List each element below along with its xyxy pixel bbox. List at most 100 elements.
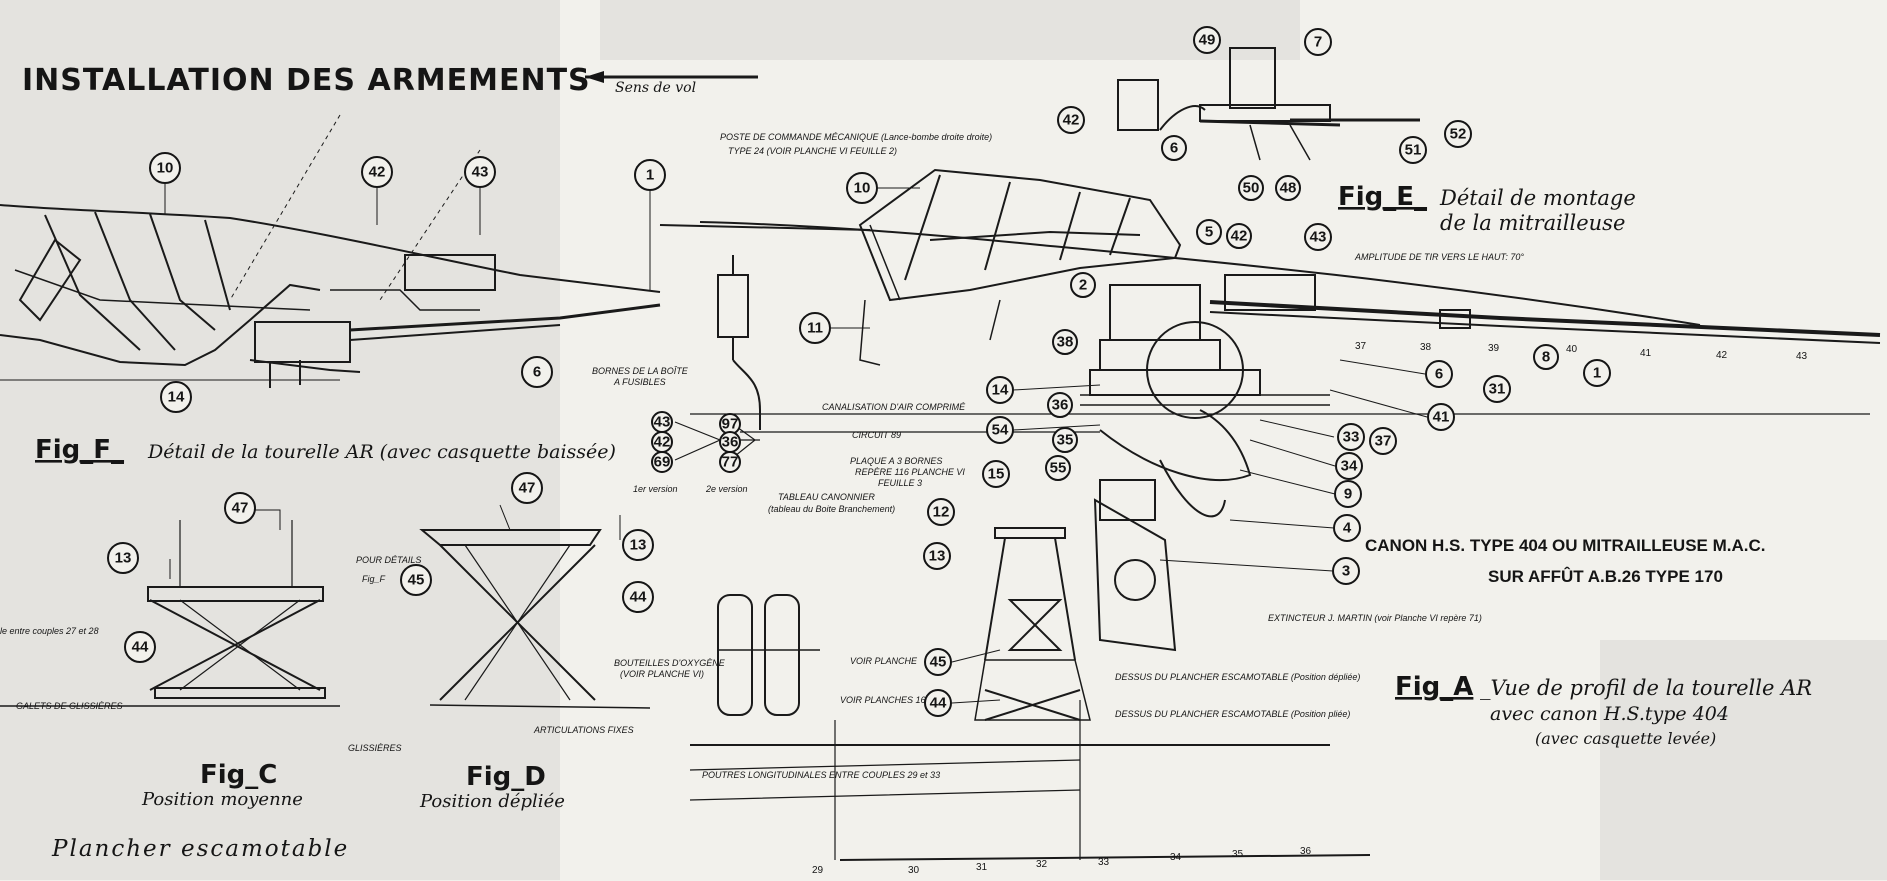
svg-text:14: 14 <box>168 389 185 406</box>
frame-number: 36 <box>1300 846 1312 857</box>
svg-text:1: 1 <box>646 167 654 184</box>
callout-43: 43 <box>464 156 496 188</box>
bouteilles-note: BOUTEILLES D'OXYGÈNE <box>614 658 726 668</box>
fig-a-caption-3: (avec casquette levée) <box>1535 729 1716 748</box>
leader-lines <box>164 183 1428 704</box>
callout-6: 6 <box>1425 360 1453 388</box>
fig-d-caption: Position dépliée <box>419 791 565 812</box>
callout-1: 1 <box>1583 359 1611 387</box>
svg-text:3: 3 <box>1342 563 1350 580</box>
svg-text:11: 11 <box>807 320 823 337</box>
svg-text:38: 38 <box>1057 334 1074 351</box>
svg-text:51: 51 <box>1405 142 1422 159</box>
articulations-note: ARTICULATIONS FIXES <box>533 725 634 735</box>
frame-numbers: 29 30 31 32 33 34 35 36 37 38 39 40 41 4… <box>812 341 1808 876</box>
poutres-note: POUTRES LONGITUDINALES ENTRE COUPLES 29 … <box>702 770 940 780</box>
callouts: 10 42 43 1 6 14 13 47 44 47 13 45 44 43 … <box>107 26 1611 717</box>
callout-50: 50 <box>1238 175 1264 201</box>
callout-5: 5 <box>1196 219 1222 245</box>
svg-text:36: 36 <box>1052 397 1069 414</box>
fig-f-drawing <box>0 114 661 388</box>
plancher-label: Plancher escamotable <box>51 836 349 862</box>
fig-e-caption-1: Détail de montage <box>1439 186 1636 210</box>
callout-35: 35 <box>1052 427 1078 453</box>
svg-text:41: 41 <box>1433 409 1450 426</box>
svg-text:13: 13 <box>929 548 946 565</box>
plaque-note-3: FEUILLE 3 <box>878 478 922 488</box>
svg-text:43: 43 <box>472 164 489 181</box>
pour-details-note: POUR DÉTAILS <box>356 555 421 565</box>
callout-43: 43 <box>651 411 673 433</box>
callout-38: 38 <box>1052 329 1078 355</box>
svg-text:52: 52 <box>1450 126 1467 143</box>
svg-text:42: 42 <box>654 434 671 451</box>
svg-text:97: 97 <box>722 416 739 433</box>
callout-1: 1 <box>634 159 666 191</box>
callout-42: 42 <box>361 156 393 188</box>
callout-51: 51 <box>1399 136 1427 164</box>
poste-note: POSTE DE COMMANDE MÉCANIQUE (Lance-bombe… <box>720 132 992 142</box>
callout-47: 47 <box>224 492 256 524</box>
fig-f-label: Fig_F_ <box>35 435 124 465</box>
fig-e-caption-2: de la mitrailleuse <box>1440 211 1625 235</box>
pour-details-note-2: Fig_F <box>362 574 386 584</box>
svg-text:13: 13 <box>630 537 647 554</box>
callout-34: 34 <box>1335 452 1363 480</box>
canon-line-2: SUR AFFÛT A.B.26 TYPE 170 <box>1488 567 1723 586</box>
poste-note-2: TYPE 24 (VOIR PLANCHE VI FEUILLE 2) <box>728 146 897 156</box>
callout-31: 31 <box>1483 375 1511 403</box>
callout-49: 49 <box>1193 26 1221 54</box>
fig-a-caption-1: _Vue de profil de la tourelle AR <box>1480 676 1812 700</box>
svg-text:42: 42 <box>1063 112 1080 129</box>
callout-13: 13 <box>622 529 654 561</box>
callout-14: 14 <box>160 381 192 413</box>
extincteur-note: EXTINCTEUR J. MARTIN (voir Planche VI re… <box>1268 613 1482 623</box>
frame-number: 33 <box>1098 857 1110 868</box>
callout-8: 8 <box>1533 344 1559 370</box>
plaque-note-2: REPÈRE 116 PLANCHE VI <box>855 467 965 477</box>
frame-number: 32 <box>1036 859 1048 870</box>
callout-42: 42 <box>651 431 673 453</box>
callout-54: 54 <box>986 416 1014 444</box>
callout-69: 69 <box>651 451 673 473</box>
callout-37: 37 <box>1369 427 1397 455</box>
circuit-note: CIRCUIT 89 <box>852 430 901 440</box>
svg-text:15: 15 <box>988 466 1005 483</box>
svg-text:54: 54 <box>992 422 1009 439</box>
voir-planche-note: VOIR PLANCHE <box>850 656 918 666</box>
version-2-label: 2e version <box>705 484 748 494</box>
svg-text:12: 12 <box>933 504 950 521</box>
fig-f-caption: Détail de la tourelle AR (avec casquette… <box>147 441 616 463</box>
dessus-plancher-deplie: DESSUS DU PLANCHER ESCAMOTABLE (Position… <box>1115 672 1360 682</box>
svg-text:1: 1 <box>1593 365 1601 382</box>
svg-text:42: 42 <box>369 164 386 181</box>
frame-number: 39 <box>1488 343 1500 354</box>
frame-number: 43 <box>1796 351 1808 362</box>
svg-text:44: 44 <box>132 639 149 656</box>
bornes-note: BORNES DE LA BOÎTE <box>592 366 689 376</box>
frame-number: 30 <box>908 865 920 876</box>
callout-12: 12 <box>927 498 955 526</box>
voir-planche-note-2: VOIR PLANCHES 16.0 <box>840 695 933 705</box>
callout-10: 10 <box>846 172 878 204</box>
fig-e-drawing <box>1117 47 1420 161</box>
fig-d-label: Fig_D <box>466 762 546 792</box>
callout-44: 44 <box>124 631 156 663</box>
svg-text:69: 69 <box>654 454 671 471</box>
svg-text:44: 44 <box>630 589 647 606</box>
callout-4: 4 <box>1333 514 1361 542</box>
svg-text:10: 10 <box>157 160 174 177</box>
svg-text:43: 43 <box>654 414 671 431</box>
junction-box-drawing <box>717 255 761 430</box>
callout-41: 41 <box>1427 403 1455 431</box>
svg-text:14: 14 <box>992 382 1009 399</box>
fig-a-drawing <box>659 168 1881 861</box>
svg-text:34: 34 <box>1341 458 1358 475</box>
frame-number: 38 <box>1420 342 1432 353</box>
galets-note: GALETS DE GLISSIÈRES <box>16 701 123 711</box>
version-1-label: 1er version <box>633 484 678 494</box>
fig-e-label: Fig_E_ <box>1338 182 1427 212</box>
callout-7: 7 <box>1304 28 1332 56</box>
callout-44: 44 <box>622 581 654 613</box>
bouteilles-note-2: (VOIR PLANCHE VI) <box>620 669 704 679</box>
